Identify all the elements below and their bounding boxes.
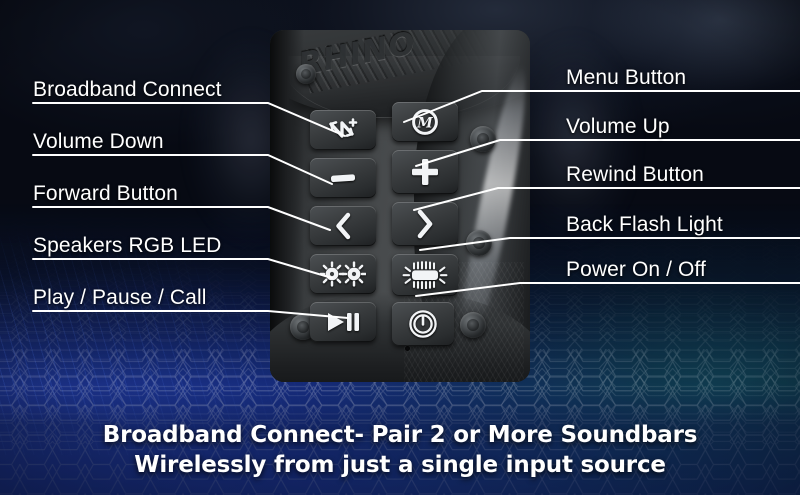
callout-label-speakers-rgb-led: Speakers RGB LED xyxy=(33,234,222,257)
button-broadband-connect[interactable] xyxy=(310,110,376,150)
status-led-indicator xyxy=(405,346,410,351)
callout-label-volume-up: Volume Up xyxy=(566,115,670,138)
button-volume-down[interactable] xyxy=(310,158,376,198)
button-back-flash-light[interactable] xyxy=(392,254,458,296)
screw-boss xyxy=(470,126,496,152)
double-sunburst-icon xyxy=(320,261,366,287)
caption-block: Broadband Connect- Pair 2 or More Soundb… xyxy=(0,421,800,481)
menu-m-icon: M xyxy=(411,108,439,136)
caption-line-2: Wirelessly from just a single input sour… xyxy=(134,452,666,479)
broadband-connect-icon xyxy=(328,117,358,143)
screw-boss xyxy=(296,64,316,84)
button-forward[interactable] xyxy=(310,206,376,246)
flashlight-icon xyxy=(402,261,448,289)
power-icon xyxy=(408,309,438,339)
callout-label-play-pause-call: Play / Pause / Call xyxy=(33,286,207,309)
button-speakers-rgb-led[interactable] xyxy=(310,254,376,294)
callout-label-back-flash-light: Back Flash Light xyxy=(566,213,723,236)
chevron-left-icon xyxy=(332,212,354,240)
button-play-pause-call[interactable] xyxy=(310,302,376,342)
button-rewind[interactable] xyxy=(392,202,458,246)
chevron-right-icon xyxy=(413,209,437,239)
caption-line-1: Broadband Connect- Pair 2 or More Soundb… xyxy=(102,422,698,449)
button-menu[interactable]: M xyxy=(392,102,458,142)
minus-icon xyxy=(329,172,357,184)
callout-label-power-on-off: Power On / Off xyxy=(566,258,706,281)
button-volume-up[interactable] xyxy=(392,150,458,194)
screw-boss xyxy=(466,230,492,256)
callout-label-forward-button: Forward Button xyxy=(33,182,178,205)
callout-label-broadband-connect: Broadband Connect xyxy=(33,78,222,101)
screw-boss xyxy=(460,312,486,338)
soundbar-control-pod-image: RHINO xyxy=(270,30,530,382)
play-pause-icon xyxy=(326,310,360,334)
callout-label-rewind-button: Rewind Button xyxy=(566,163,704,186)
callout-label-menu-button: Menu Button xyxy=(566,66,687,89)
svg-text:M: M xyxy=(416,116,433,132)
callout-label-volume-down: Volume Down xyxy=(33,130,164,153)
button-power[interactable] xyxy=(392,302,454,346)
plus-icon xyxy=(410,157,440,187)
